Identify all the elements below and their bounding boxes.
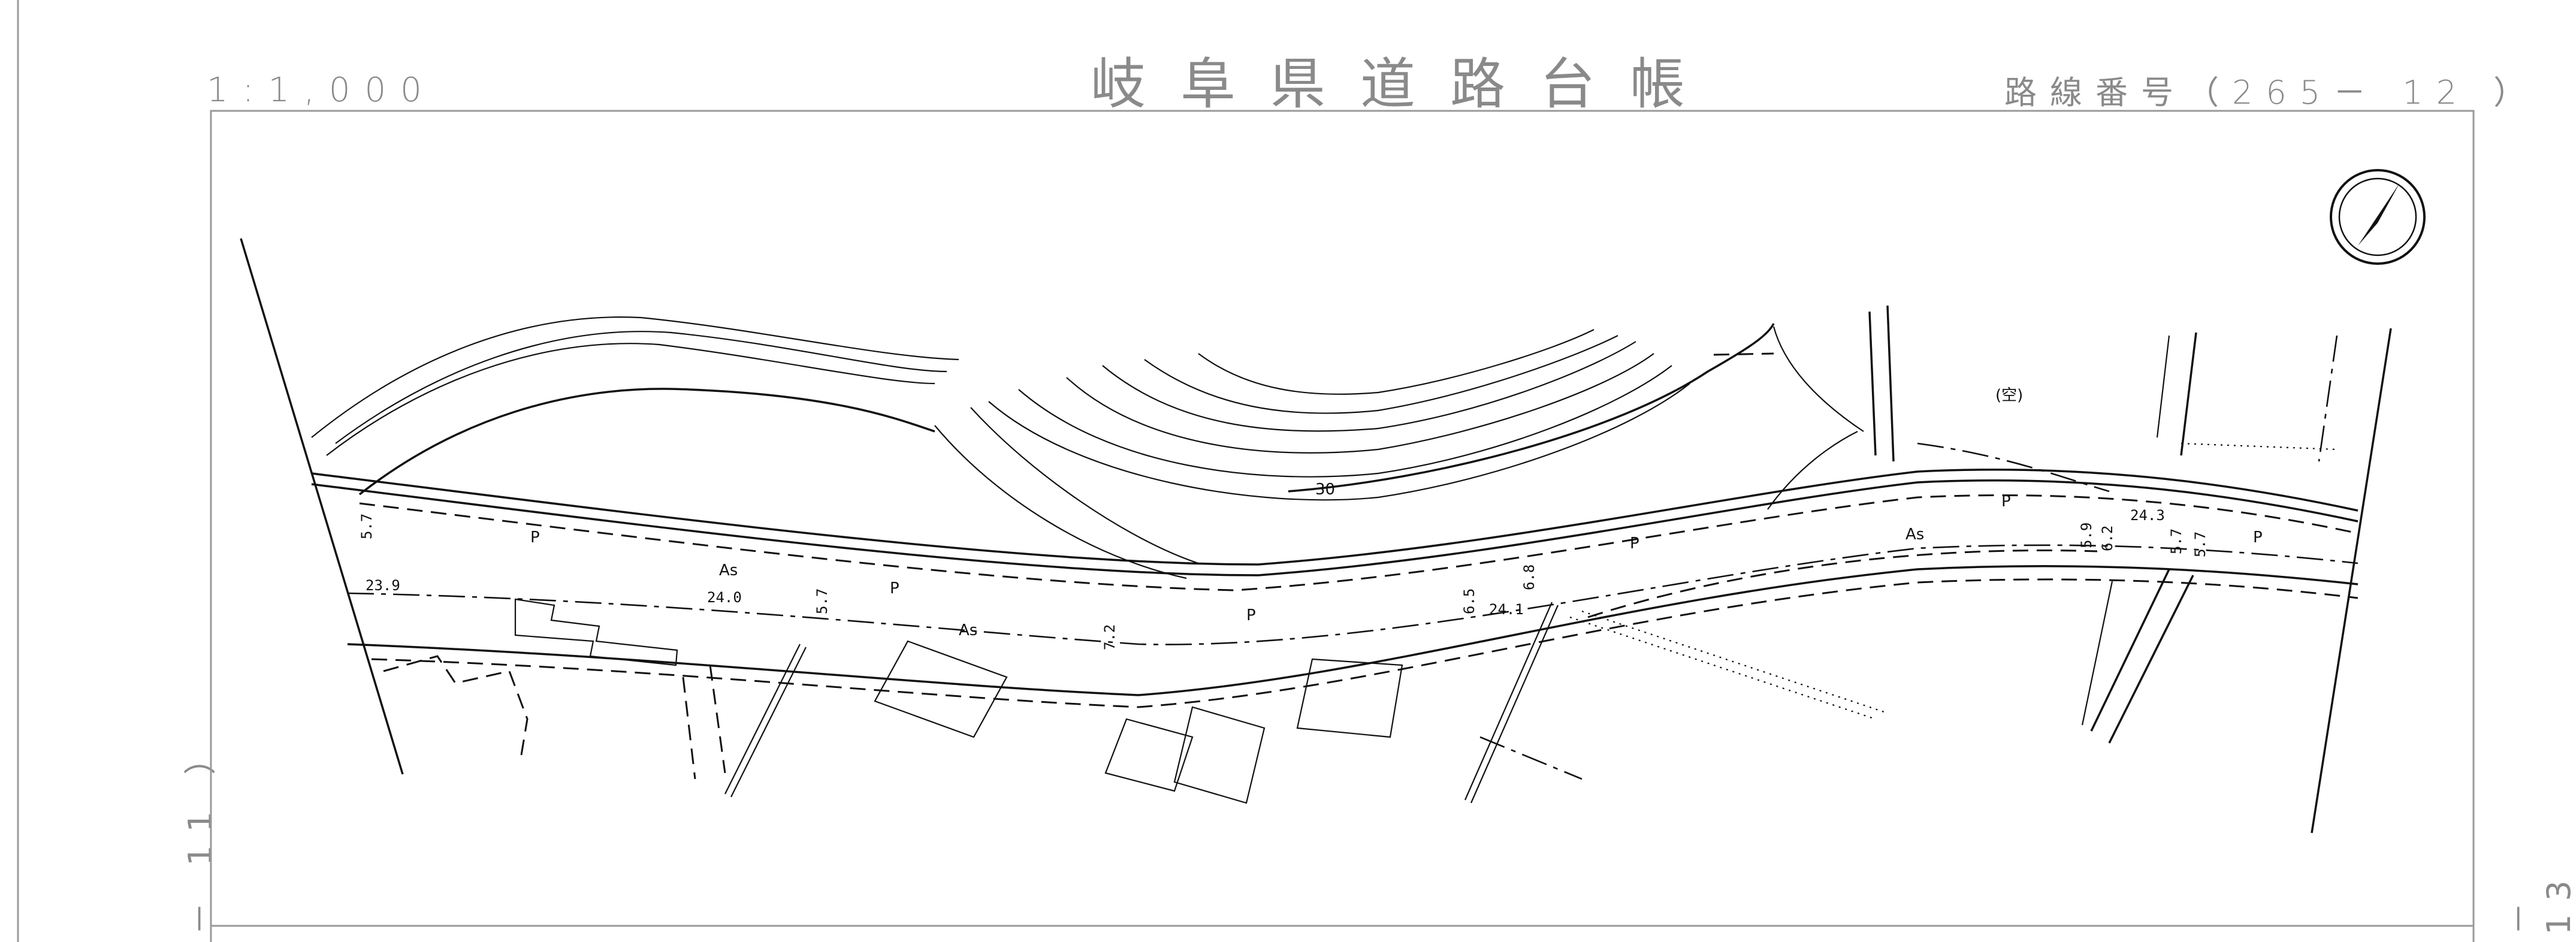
- north-arrow-icon: [2330, 169, 2426, 265]
- vacant-lot-label: (空): [1995, 387, 2023, 404]
- pavement-label-2: P: [890, 579, 899, 597]
- segment-label-1: 5.7: [358, 514, 375, 539]
- parcel-dotted-1: [1569, 616, 1876, 720]
- route-number: 路線番号（265－ 12 ）: [2004, 74, 2539, 111]
- surface-label-1: As: [719, 561, 738, 579]
- boundary-dashdot-s: [1479, 736, 1583, 780]
- segment-label-6: 5.9: [2078, 523, 2095, 548]
- cross-road-se-a: [2090, 569, 2170, 732]
- parcel-dotted-2: [1581, 610, 1888, 714]
- side-road-north-d: [2180, 332, 2197, 456]
- boundary-dashdot-ne: [1917, 442, 2110, 493]
- road-north-kerb: [359, 494, 2358, 591]
- parcel-dotted-3: [2181, 442, 2338, 451]
- width-label-2: 24.0: [707, 589, 742, 606]
- pavement-label-4: P: [1630, 535, 1639, 552]
- map-frame: [210, 110, 2475, 942]
- buildings: [383, 598, 1403, 804]
- segment-label-2: 5.7: [814, 588, 831, 614]
- pavement-label-6: P: [2253, 529, 2263, 547]
- boundary-dashdot-e: [2318, 335, 2338, 462]
- sheet-boundary-right: [2311, 328, 2392, 834]
- sheet-boundary-left: [240, 238, 404, 775]
- map-scale: 1:1,000: [207, 71, 436, 110]
- retaining-walls: [724, 549, 2113, 804]
- road-north-outer: [311, 469, 2358, 566]
- page-title: 岐阜県道路台帳: [1091, 52, 1720, 116]
- road-south-kerb: [371, 578, 2358, 708]
- side-road-north-b: [1886, 305, 1895, 462]
- segment-label-5: 6.8: [1521, 564, 1538, 590]
- segment-label-8: 5.7: [2168, 529, 2185, 554]
- road-south-edge: [347, 565, 2358, 696]
- width-label-3: 24.1: [1489, 601, 1524, 618]
- side-road-north-c: [2156, 335, 2170, 438]
- pavement-label-3: P: [1246, 606, 1256, 624]
- road-north-edge: [311, 479, 2358, 576]
- segment-label-3: 7.2: [1101, 624, 1118, 650]
- contour-label: 30: [1315, 481, 1335, 499]
- segment-label-7: 6.2: [2099, 526, 2116, 551]
- contour-lines: [311, 316, 1864, 579]
- surface-label-2: As: [959, 621, 977, 639]
- width-label-4: 24.3: [2130, 507, 2165, 524]
- segment-label-4: 6.5: [1461, 588, 1478, 614]
- segment-label-9: 5.7: [2192, 532, 2209, 557]
- surface-label-3: As: [1905, 526, 1924, 544]
- pavement-label-1: P: [530, 529, 540, 547]
- side-road-north-a: [1868, 311, 1877, 456]
- pavement-label-5: P: [2001, 493, 2011, 511]
- road-centerline: [347, 544, 2358, 645]
- width-label-1: 23.9: [366, 577, 400, 594]
- cross-road-se-b: [2108, 575, 2194, 744]
